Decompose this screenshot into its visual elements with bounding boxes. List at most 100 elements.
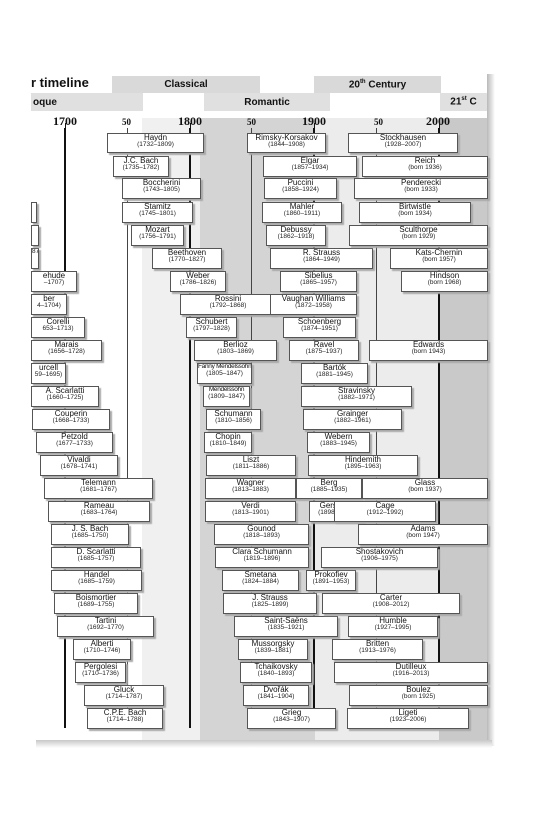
composer-box: Petzold(1677–1733) — [36, 432, 113, 453]
composer-box: Beethoven(1770–1827) — [152, 248, 222, 269]
composer-dates: (1743–1805) — [143, 186, 180, 194]
composer-dates: (1805–1847) — [206, 369, 243, 377]
composer-box: Couperin(1668–1733) — [32, 409, 110, 430]
composer-box: Boccherini(1743–1805) — [122, 178, 201, 199]
period-romantic-label: Romantic — [244, 96, 290, 108]
composer-dates: (1891–1953) — [312, 578, 350, 586]
composer-name: Birtwistle — [398, 202, 431, 211]
year-1750: 50 — [122, 117, 131, 127]
composer-box: Mussorgsky(1839–1881) — [238, 639, 308, 660]
composer-name: Petzold — [61, 432, 88, 441]
composer-name: Chopin — [215, 432, 241, 441]
composer-dates: (1906–1975) — [361, 555, 398, 563]
composer-box: Stamitz(1745–1801) — [122, 202, 193, 223]
composer-name: Tartini — [94, 616, 117, 625]
composer-name: Mozart — [145, 225, 170, 234]
tick-1800 — [190, 123, 191, 128]
tick-1900 — [314, 123, 315, 128]
composer-dates: 653–1713) — [42, 325, 74, 333]
composer-name: Handel — [83, 570, 110, 579]
composer-box: R. Strauss(1864–1949) — [270, 248, 373, 269]
period-21c-label: 21st C — [450, 96, 477, 108]
composer-name: Vivaldi — [67, 455, 91, 464]
composer-box: Britten(1913–1976) — [332, 639, 423, 660]
composer-name: Sibelius — [304, 271, 333, 280]
composer-dates: (1797–1828) — [193, 325, 230, 333]
composer-box: Saint-Saëns(1835–1921) — [234, 616, 338, 637]
composer-box: Wagner(1813–1883) — [205, 478, 296, 499]
composer-name: Schoenberg — [297, 317, 342, 326]
composer-dates: (1882–1961) — [334, 417, 371, 425]
composer-name: Boccherini — [142, 178, 181, 187]
composer-dates: (1813–1901) — [232, 509, 269, 517]
composer-dates: (born 1947) — [406, 532, 440, 540]
line-1750 — [127, 128, 128, 728]
composer-dates: (1916–2013) — [392, 670, 430, 678]
composer-dates: 87) — [32, 248, 39, 255]
composer-dates: (1714–1787) — [105, 693, 143, 701]
composer-name: Debussy — [280, 225, 312, 234]
composer-dates: (1840–1893) — [257, 670, 295, 678]
composer-name: Boismortier — [75, 593, 117, 602]
period-20c-label: 20th Century — [348, 78, 407, 91]
composer-box: Mendelssohn(1809–1847) — [203, 386, 250, 407]
composer-dates: (1810–1849) — [209, 440, 247, 448]
composer-box: Reich(born 1936) — [362, 156, 488, 177]
composer-name: Smetana — [244, 570, 277, 579]
composer-box: Vaughan Williams(1872–1958) — [270, 294, 357, 315]
composer-name: Adams — [410, 524, 436, 533]
composer-box: Glass(born 1937) — [362, 478, 488, 499]
composer-name: Verdi — [241, 501, 260, 510]
composer-dates: (born 1936) — [408, 164, 442, 172]
composer-name: Dvořák — [263, 685, 289, 694]
composer-dates: (1685–1759) — [78, 578, 115, 586]
composer-name: Elgar — [300, 156, 320, 165]
composer-dates: (1756–1791) — [139, 233, 176, 241]
composer-box: Liszt(1811–1886) — [206, 455, 296, 476]
composer-box: Ravel(1875–1937) — [289, 340, 359, 361]
composer-box: Debussy(1862–1918) — [266, 225, 326, 246]
composer-dates: (born 1933) — [404, 186, 438, 194]
composer-box: D. Scarlatti(1685–1757) — [51, 547, 141, 568]
period-21st-c: 21st C — [440, 93, 487, 111]
composer-box: Bartók(1881–1945) — [301, 363, 368, 384]
composer-name: Kats-Chernin — [415, 248, 463, 257]
composer-dates: (1803–1869) — [217, 348, 254, 356]
composer-dates: (born 1957) — [422, 256, 456, 264]
composer-box: C.P.E. Bach(1714–1788) — [87, 708, 163, 729]
composer-box: Sculthorpe(born 1929) — [349, 225, 488, 246]
composer-box: Smetana(1824–1884) — [222, 570, 299, 591]
composer-dates: (1677–1733) — [56, 440, 93, 448]
composer-name: Alberti — [90, 639, 114, 648]
composer-name: Mendelssohn — [208, 386, 245, 393]
composer-dates: (1908–2012) — [372, 601, 410, 609]
composer-name: Berg — [320, 478, 338, 487]
composer-dates: (1683–1764) — [80, 509, 118, 517]
composer-dates: (1865–1957) — [300, 279, 337, 287]
composer-name: Rameau — [83, 501, 115, 510]
composer-name: J. S. Bach — [71, 524, 109, 533]
composer-box: A. Scarlatti(1660–1725) — [31, 386, 99, 407]
composer-box: Stockhausen(1928–2007) — [348, 133, 458, 153]
composer-name: Stockhausen — [379, 133, 427, 142]
composer-box: Grainger(1882–1961) — [303, 409, 402, 430]
composer-dates: (1745–1801) — [139, 210, 176, 218]
composer-box: Fanny Mendelssohn(1805–1847) — [197, 363, 252, 384]
composer-box: Clara Schumann(1819–1896) — [215, 547, 309, 568]
composer-name: Reich — [414, 156, 436, 165]
composer-dates: (1885–1935) — [310, 486, 348, 494]
composer-name: Tchaikovsky — [254, 662, 298, 671]
composer-box: Vivaldi(1678–1741) — [40, 455, 118, 476]
composer-name: C.P.E. Bach — [103, 708, 147, 717]
year-2000: 2000 — [426, 114, 450, 128]
composer-box: Gluck(1714–1787) — [84, 685, 164, 706]
composer-dates: (1668–1733) — [52, 417, 90, 425]
period-baroque-label: oque — [33, 96, 57, 108]
composer-dates: (1792–1868) — [209, 302, 247, 310]
composer-dates: (1656–1728) — [48, 348, 85, 356]
composer-box: Cage(1912–1992) — [334, 501, 436, 522]
composer-dates: –1707) — [43, 279, 65, 287]
composer-name: Humble — [379, 616, 407, 625]
